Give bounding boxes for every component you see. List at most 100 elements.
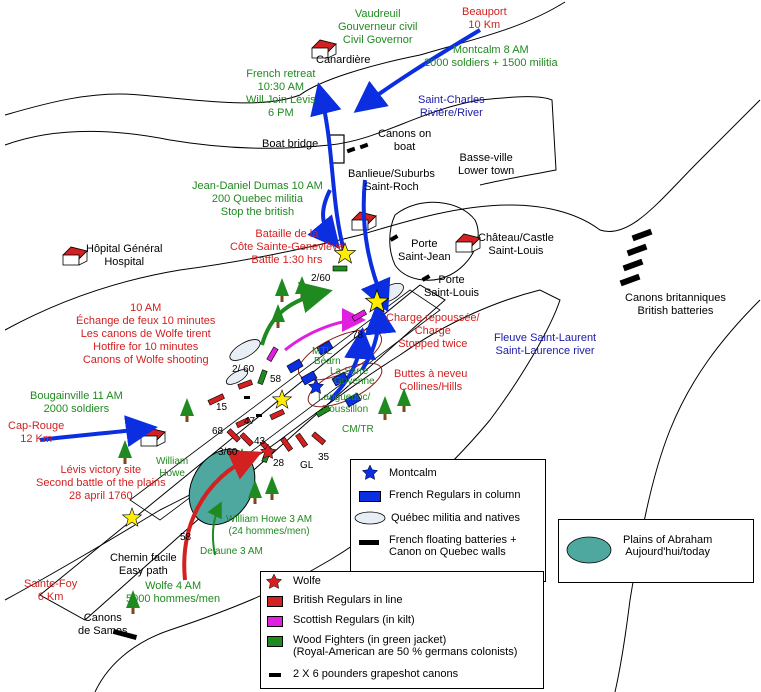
movement-arrows [39, 28, 482, 581]
green-arrow-1 [260, 281, 333, 346]
river-bank-upper [4, 99, 761, 331]
unit-label: 58 [180, 532, 192, 543]
legend-british-regulars: British Regulars in line [293, 594, 403, 606]
battle-star [333, 242, 357, 264]
unit-label: 2/ 60 [232, 364, 255, 375]
tree-icon [397, 388, 411, 412]
unit-label: 3/60 [218, 447, 238, 458]
battlefield-band [129, 289, 441, 521]
unit-label: MTL [312, 346, 332, 357]
unit-label: Béarn [314, 356, 341, 367]
tree-icon [275, 278, 289, 302]
unit-label: CM/TR [342, 424, 374, 435]
british-grapeshot-canons [244, 396, 262, 417]
unit-label: 68 [212, 426, 224, 437]
french-advance-arrow [360, 179, 391, 313]
tree-icon [378, 396, 392, 420]
tree-icon [126, 590, 140, 614]
charge-arrow-1 [328, 327, 377, 402]
promontory [389, 201, 479, 281]
green-arrow-2 [207, 501, 222, 556]
howe-3am-label: William Howe 3 AM(24 hommes/men) [226, 514, 313, 537]
legend-canons: 2 X 6 pounders grapeshot canons [293, 668, 459, 680]
house-icon [311, 39, 337, 59]
unit-label: 2/60 [311, 273, 331, 284]
legend-batteries: French floating batteries +Canon on Queb… [389, 534, 517, 558]
retreat-arrow [310, 82, 347, 256]
unit-label: 28 [273, 458, 285, 469]
unit-label: GL [300, 460, 314, 471]
house-icon [62, 246, 88, 266]
legend-french-regulars: French Regulars in column [389, 489, 521, 501]
canardiere-label: Canardière [316, 54, 371, 66]
unit-label: La Sarre [330, 366, 369, 377]
legend-scottish: Scottish Regulars (in kilt) [293, 614, 415, 626]
french-batteries [112, 142, 431, 641]
wolfe-star [259, 443, 277, 459]
buttes-hill-1 [298, 329, 382, 381]
british-legend: Wolfe British Regulars in line Scottish … [260, 571, 544, 689]
montcalm-star [307, 378, 325, 394]
charge-arrow-2 [360, 302, 397, 372]
tree-icon [248, 480, 262, 504]
battle-stars [121, 242, 390, 527]
house-icon [455, 233, 481, 253]
boat-bridge-label: Boat bridge [262, 138, 319, 150]
wolfe-arrow [182, 450, 263, 581]
british-batteries [619, 228, 653, 287]
french-legend: Montcalm French Regulars in column Québe… [350, 459, 546, 582]
dumas-arrow [307, 189, 341, 250]
french-regulars [286, 340, 362, 408]
montcalm-arrow [353, 28, 482, 113]
delaune-label: Delaune 3 AM [200, 546, 263, 557]
battle-star [121, 507, 143, 527]
tree-icon [265, 476, 279, 500]
unit-label: 43 [254, 436, 266, 447]
british-regulars [207, 379, 327, 455]
battle-star [364, 288, 390, 313]
unit-label: Languedoc/ [318, 392, 371, 403]
bougainville-arrow [39, 415, 158, 448]
saint-charles-south-shore [4, 96, 557, 186]
legend-wood-fighters: Wood Fighters (in green jacket)(Royal-Am… [293, 634, 518, 658]
plains-band [39, 284, 446, 621]
tree-icon [118, 440, 132, 464]
unit-label: 35 [318, 452, 330, 463]
unit-label: Guyenne [334, 376, 375, 387]
unit-label: 15 [216, 402, 228, 413]
legend-militia: Québec militia and natives [391, 512, 521, 524]
unit-label: 47 [244, 416, 256, 427]
unit-label: Roussillon [322, 404, 369, 415]
scottish-regulars [266, 309, 367, 362]
north-shore [4, 1, 566, 116]
battle-star [271, 389, 293, 409]
